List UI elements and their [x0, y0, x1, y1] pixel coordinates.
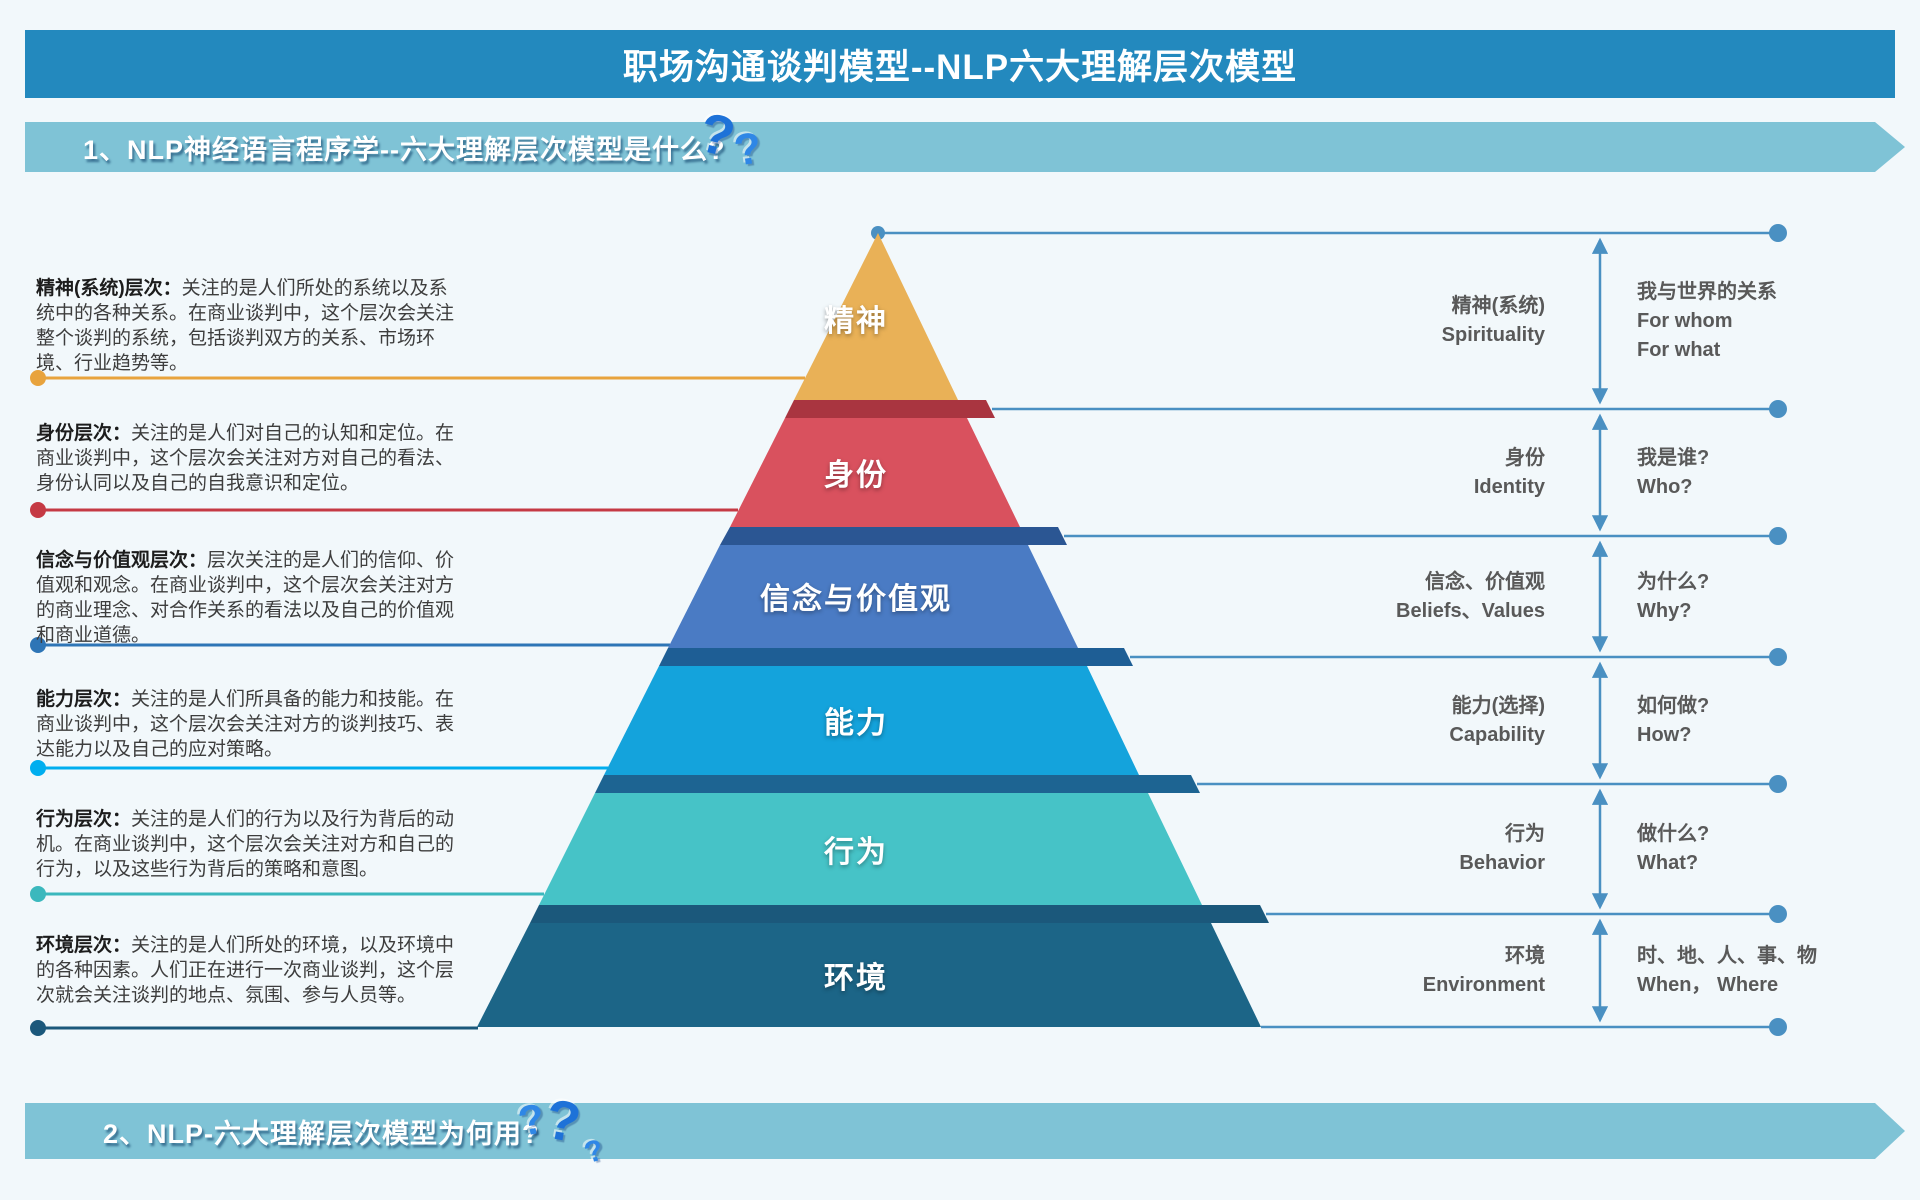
- pyramid-bevel-4: [595, 775, 1200, 793]
- level-name-en: Spirituality: [1441, 324, 1545, 346]
- note-beliefs-text: 层次关注的是人们的信仰、价 值观和观念。在商业谈判中，这个层次会关注对方 的商业…: [36, 550, 455, 646]
- question-line: 我是谁?: [1637, 446, 1710, 469]
- note-environment: 环境层次：关注的是人们所处的环境，以及环境中 的各种因素。人们正在进行一次商业谈…: [36, 933, 496, 1008]
- level-name-spirit: 精神(系统) Spirituality: [1150, 233, 1545, 409]
- note-beliefs: 信念与价值观层次：层次关注的是人们的信仰、价 值观和观念。在商业谈判中，这个层次…: [36, 548, 496, 648]
- note-identity: 身份层次：关注的是人们对自己的认知和定位。在 商业谈判中，这个层次会关注对方对自…: [36, 421, 496, 496]
- section-2-banner: 2、NLP-六大理解层次模型为何用?: [25, 1103, 1905, 1159]
- pyramid-bevel-2: [720, 527, 1067, 545]
- note-capability-text: 关注的是人们所具备的能力和技能。在 商业谈判中，这个层次会关注对方的谈判技巧、表…: [36, 689, 455, 760]
- pyramid-shape: [477, 233, 1269, 1027]
- pyramid-bevel-1: [785, 400, 995, 418]
- level-name-environment: 环境 Environment: [1150, 914, 1545, 1027]
- pyramid-level-capability: [604, 666, 1139, 775]
- boundary-line-dots: [871, 224, 1787, 1036]
- note-beliefs-label: 信念与价值观层次：: [36, 550, 208, 571]
- question-line: 为什么?: [1637, 570, 1710, 593]
- note-identity-label: 身份层次：: [36, 423, 132, 444]
- level-name-identity: 身份 Identity: [1150, 409, 1545, 536]
- level-name-zh: 身份: [1505, 446, 1545, 469]
- question-line: Why?: [1637, 599, 1692, 622]
- section-1-banner: 1、NLP神经语言程序学--六大理解层次模型是什么?: [25, 122, 1905, 172]
- note-spirit-label: 精神(系统)层次：: [36, 278, 182, 299]
- question-line: How?: [1637, 723, 1692, 746]
- level-question-environment: 时、地、人、事、物 When， Where: [1637, 914, 1907, 1027]
- level-name-zh: 行为: [1505, 823, 1545, 845]
- pyramid-label-capability: 能力: [824, 707, 888, 740]
- pyramid-level-beliefs: [668, 545, 1078, 648]
- note-spirit: 精神(系统)层次：关注的是人们所处的系统以及系 统中的各种关系。在商业谈判中，这…: [36, 276, 496, 376]
- question-line: For what: [1637, 338, 1721, 361]
- note-behavior: 行为层次：关注的是人们的行为以及行为背后的动 机。在商业谈判中，这个层次会关注对…: [36, 807, 496, 882]
- level-name-zh: 环境: [1505, 944, 1545, 967]
- level-name-beliefs: 信念、价值观 Beliefs、Values: [1150, 536, 1545, 657]
- level-name-en: Behavior: [1459, 852, 1545, 874]
- question-line: For whom: [1637, 309, 1733, 332]
- level-question-behavior: 做什么? What?: [1637, 784, 1907, 914]
- question-mark-icon: ?: [540, 1086, 586, 1155]
- pyramid-label-identity: 身份: [824, 459, 888, 492]
- level-name-en: Beliefs、Values: [1396, 599, 1545, 622]
- level-name-capability: 能力(选择) Capability: [1150, 657, 1545, 784]
- question-line: What?: [1637, 852, 1699, 874]
- page-title: 职场沟通谈判模型--NLP六大理解层次模型: [622, 47, 1298, 87]
- note-identity-text: 关注的是人们对自己的认知和定位。在 商业谈判中，这个层次会关注对方对自己的看法、…: [36, 423, 455, 494]
- pyramid-level-spirit: [794, 233, 958, 400]
- section-2-title: 2、NLP-六大理解层次模型为何用?: [103, 1118, 540, 1149]
- level-name-en: Environment: [1422, 973, 1545, 996]
- pyramid-level-identity: [730, 418, 1020, 527]
- question-marks-icon: ? ?: [693, 100, 764, 176]
- level-name-zh: 信念、价值观: [1425, 570, 1545, 593]
- level-name-zh: 能力(选择): [1451, 694, 1545, 717]
- note-environment-label: 环境层次：: [36, 935, 132, 956]
- section-1-title: 1、NLP神经语言程序学--六大理解层次模型是什么?: [83, 134, 726, 165]
- note-behavior-text: 关注的是人们的行为以及行为背后的动 机。在商业谈判中，这个层次会关注对方和自己的…: [36, 809, 455, 880]
- note-capability: 能力层次：关注的是人们所具备的能力和技能。在 商业谈判中，这个层次会关注对方的谈…: [36, 687, 496, 762]
- question-line: 如何做?: [1637, 694, 1710, 717]
- question-line: 时、地、人、事、物: [1637, 944, 1817, 967]
- pyramid-label-environment: 环境: [824, 962, 888, 995]
- level-question-beliefs: 为什么? Why?: [1637, 536, 1907, 657]
- question-line: 我与世界的关系: [1637, 280, 1777, 303]
- level-question-spirit: 我与世界的关系 For whom For what: [1637, 233, 1907, 409]
- note-connector-lines: [38, 376, 805, 1030]
- note-environment-text: 关注的是人们所处的环境，以及环境中 的各种因素。人们正在进行一次商业谈判，这个层…: [36, 935, 455, 1006]
- pyramid-label-behavior: 行为: [824, 836, 888, 869]
- pyramid-label-beliefs: 信念与价值观: [760, 583, 952, 616]
- title-bar: 职场沟通谈判模型--NLP六大理解层次模型: [25, 30, 1895, 98]
- pyramid-level-behavior: [539, 793, 1202, 905]
- note-spirit-text: 关注的是人们所处的系统以及系 统中的各种关系。在商业谈判中，这个层次会关注 整个…: [36, 278, 455, 374]
- question-line: Who?: [1637, 475, 1693, 498]
- pyramid-label-spirit: 精神: [824, 305, 888, 338]
- level-name-behavior: 行为 Behavior: [1150, 784, 1545, 914]
- level-boundary-lines: [878, 231, 1770, 1029]
- level-name-zh: 精神(系统): [1451, 295, 1545, 317]
- level-name-en: Capability: [1449, 723, 1545, 746]
- note-capability-label: 能力层次：: [36, 689, 132, 710]
- pyramid-bevel-5: [530, 905, 1269, 923]
- note-behavior-label: 行为层次：: [36, 809, 132, 830]
- question-line: When， Where: [1637, 973, 1779, 996]
- pyramid-bevel-3: [659, 648, 1133, 666]
- question-marks-icon: ? ? ?: [514, 1086, 607, 1171]
- note-connector-dots: [30, 370, 46, 1036]
- question-line: 做什么?: [1637, 823, 1710, 845]
- pyramid-level-environment: [477, 923, 1261, 1027]
- level-question-capability: 如何做? How?: [1637, 657, 1907, 784]
- level-name-en: Identity: [1473, 475, 1545, 498]
- level-question-identity: 我是谁? Who?: [1637, 409, 1907, 536]
